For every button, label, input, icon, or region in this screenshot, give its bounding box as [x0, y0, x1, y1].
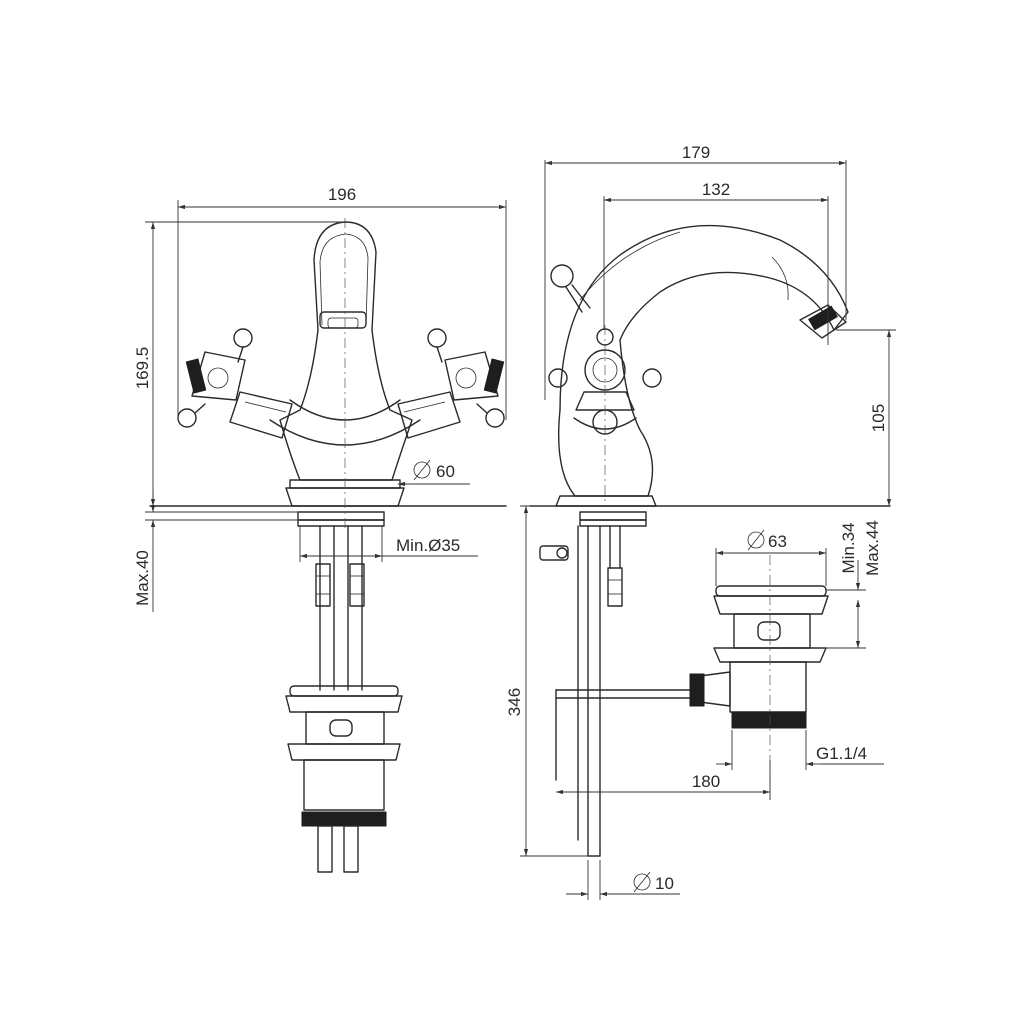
rod-length-label: 180: [692, 772, 720, 791]
dim-spout-height: 105: [836, 329, 896, 506]
dim-base-diameter: 60: [398, 459, 470, 487]
front-spout: [279, 221, 413, 481]
waste-min-label: Min.34: [839, 522, 858, 573]
dim-thread: G1.1/4: [716, 730, 884, 770]
side-view: 179 132 105 346: [505, 143, 896, 900]
tail-length-label: 346: [505, 688, 524, 716]
dim-tail-length: 346: [505, 505, 600, 857]
side-waste: [689, 555, 829, 800]
dim-front-height: 169.5: [133, 221, 345, 506]
base-diameter-label: 60: [436, 462, 455, 481]
front-waste: [285, 685, 403, 873]
front-right-handle: [397, 328, 505, 439]
dim-tail-diameter: 10: [566, 860, 680, 900]
dim-waste-range: Min.34 Max.44: [820, 520, 882, 649]
side-base: [529, 495, 891, 527]
side-body: [548, 325, 662, 505]
side-tails: [539, 525, 701, 857]
side-depth-label: 179: [682, 143, 710, 162]
tail-diameter-label: 10: [655, 874, 674, 893]
dim-side-depth: 179: [544, 143, 847, 400]
flange-diameter-label: 63: [768, 532, 787, 551]
thread-label: G1.1/4: [816, 744, 867, 763]
waste-max-label: Max.44: [863, 520, 882, 576]
deck-label: Max.40: [133, 550, 152, 606]
spout-height-label: 105: [869, 404, 888, 432]
front-width-label: 196: [328, 185, 356, 204]
front-tails: [315, 218, 365, 691]
hole-label: Min.Ø35: [396, 536, 460, 555]
waste-dims: 63 Min.34 Max.44 G1.1/4: [715, 520, 884, 770]
front-base: [149, 479, 507, 527]
front-view: 196 169.5 60 Min.Ø35: [133, 185, 507, 873]
dim-hole: Min.Ø35: [299, 526, 478, 562]
front-left-handle: [177, 328, 293, 439]
dim-front-width: 196: [177, 185, 507, 420]
side-spout: [550, 224, 849, 411]
dim-rod-length: 180: [556, 760, 771, 800]
dim-deck: Max.40: [133, 490, 300, 612]
dim-flange-diameter: 63: [715, 529, 827, 586]
front-height-label: 169.5: [133, 347, 152, 390]
side-reach-label: 132: [702, 180, 730, 199]
dim-side-reach: 132: [603, 180, 829, 345]
